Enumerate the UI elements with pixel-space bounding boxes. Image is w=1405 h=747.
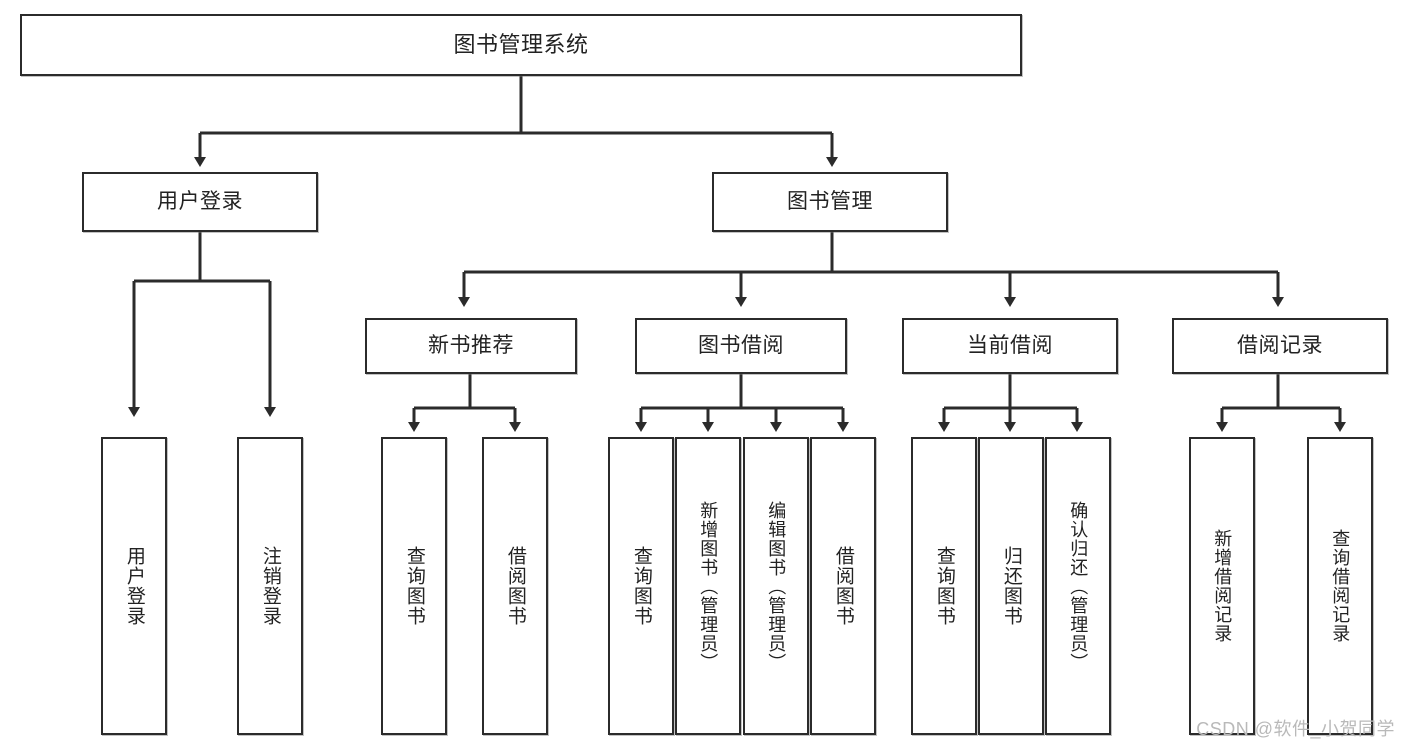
node-current-borrow[interactable]: 当前借阅 — [902, 318, 1118, 374]
node-leaf-add-book[interactable]: 新增图书（管理员） — [675, 437, 741, 735]
node-label: 查询借阅记录 — [1330, 529, 1351, 643]
node-book-manage[interactable]: 图书管理 — [712, 172, 948, 232]
node-label: 图书管理 — [787, 189, 873, 213]
node-leaf-confirm-return[interactable]: 确认归还（管理员） — [1045, 437, 1111, 735]
node-user-login[interactable]: 用户登录 — [82, 172, 318, 232]
node-label: 借阅图书 — [832, 546, 854, 626]
node-leaf-query-record[interactable]: 查询借阅记录 — [1307, 437, 1373, 735]
csdn-watermark: CSDN @软件_小贺同学 — [1196, 719, 1395, 739]
node-label: 图书管理系统 — [453, 32, 589, 58]
node-label: 新增图书（管理员） — [698, 500, 719, 672]
node-leaf-borrow-book-2[interactable]: 借阅图书 — [810, 437, 876, 735]
node-label: 用户登录 — [123, 546, 145, 626]
node-new-book-recommend[interactable]: 新书推荐 — [365, 318, 577, 374]
node-label: 查询图书 — [933, 546, 955, 626]
node-label: 注销登录 — [259, 546, 281, 626]
node-leaf-query-book-2[interactable]: 查询图书 — [608, 437, 674, 735]
node-label: 编辑图书（管理员） — [766, 500, 787, 672]
node-root-system[interactable]: 图书管理系统 — [20, 14, 1022, 76]
node-leaf-query-book-1[interactable]: 查询图书 — [381, 437, 447, 735]
node-label: 用户登录 — [157, 189, 243, 213]
node-label: 查询图书 — [403, 546, 425, 626]
node-label: 归还图书 — [1000, 546, 1022, 626]
node-label: 确认归还（管理员） — [1068, 500, 1089, 672]
node-leaf-user-login[interactable]: 用户登录 — [101, 437, 167, 735]
node-leaf-borrow-book-1[interactable]: 借阅图书 — [482, 437, 548, 735]
node-label: 新增借阅记录 — [1212, 529, 1233, 643]
node-label: 借阅图书 — [504, 546, 526, 626]
node-book-borrow[interactable]: 图书借阅 — [635, 318, 847, 374]
node-label: 查询图书 — [630, 546, 652, 626]
node-label: 借阅记录 — [1237, 333, 1323, 357]
node-label: 图书借阅 — [698, 333, 784, 357]
node-leaf-add-record[interactable]: 新增借阅记录 — [1189, 437, 1255, 735]
node-leaf-user-logout[interactable]: 注销登录 — [237, 437, 303, 735]
node-leaf-return-book[interactable]: 归还图书 — [978, 437, 1044, 735]
node-borrow-record[interactable]: 借阅记录 — [1172, 318, 1388, 374]
node-leaf-edit-book[interactable]: 编辑图书（管理员） — [743, 437, 809, 735]
node-leaf-query-book-3[interactable]: 查询图书 — [911, 437, 977, 735]
node-label: 当前借阅 — [967, 333, 1053, 357]
node-label: 新书推荐 — [428, 333, 514, 357]
